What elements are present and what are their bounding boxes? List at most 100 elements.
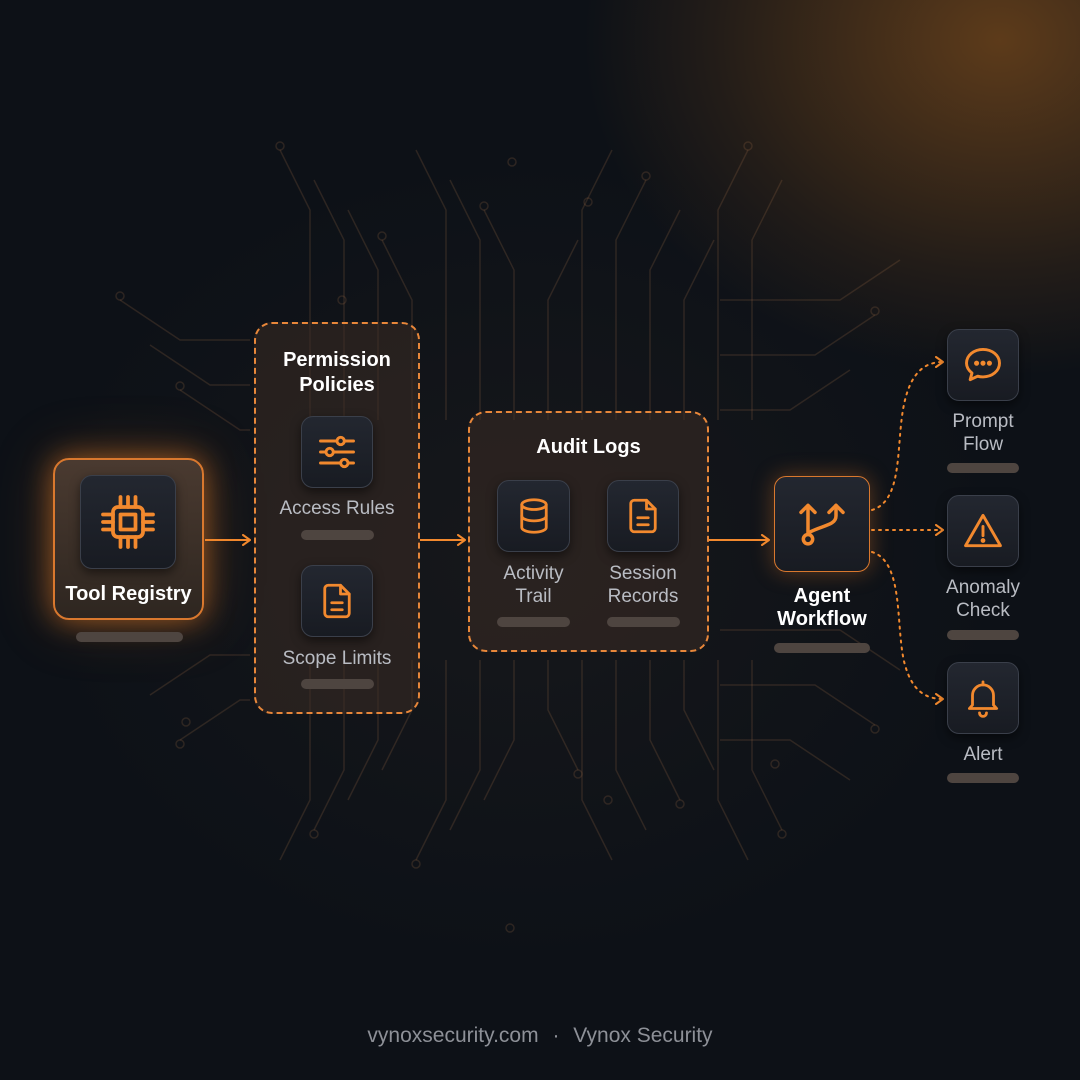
circuit-trace: [717, 149, 749, 420]
circuit-trace: [720, 369, 851, 411]
circuit-node: [777, 829, 787, 839]
footer-site-link[interactable]: vynoxsecurity.com: [367, 1024, 539, 1047]
prompt-flow-tile[interactable]: [947, 329, 1019, 401]
circuit-trace: [683, 660, 715, 771]
circuit-node: [583, 197, 593, 207]
circuit-node: [573, 769, 583, 779]
anomaly-check-bar: [947, 630, 1019, 640]
agent-workflow-node[interactable]: [774, 476, 870, 572]
footer-brand: Vynox Security: [573, 1024, 713, 1047]
circuit-trace: [615, 660, 647, 831]
activity-trail-label: Activity Trail: [478, 562, 589, 608]
prompt-flow-line-2: Flow: [962, 434, 1004, 455]
circuit-trace: [649, 209, 681, 420]
activity-trail-bar: [497, 617, 570, 627]
access-rules-tile[interactable]: [301, 416, 373, 488]
anomaly-check-line-1: Anomaly: [946, 577, 1020, 598]
circuit-node: [479, 201, 489, 211]
circuit-node: [743, 141, 753, 151]
circuit-trace: [547, 239, 579, 420]
prompt-flow-bar: [947, 463, 1019, 473]
circuit-node: [275, 141, 285, 151]
permission-policies-group[interactable]: Permission Policies: [254, 322, 420, 714]
anomaly-check-line-2: Check: [956, 600, 1010, 621]
anomaly-check-label: Anomaly Check: [925, 576, 1041, 622]
activity-trail-line-1: Activity: [503, 563, 564, 584]
circuit-trace: [649, 660, 681, 801]
circuit-node: [870, 724, 880, 734]
git-branch-icon: [799, 503, 845, 546]
circuit-node: [641, 171, 651, 181]
circuit-trace: [615, 179, 647, 420]
session-records-bar: [607, 617, 680, 627]
edge-agent-to-alert: [871, 551, 944, 705]
chat-bubble-icon: [965, 347, 1001, 382]
circuit-node: [175, 739, 185, 749]
activity-trail-line-2: Trail: [515, 586, 552, 607]
circuit-trace: [483, 209, 515, 420]
circuit-trace: [415, 660, 447, 861]
activity-trail-tile[interactable]: [497, 480, 570, 552]
circuit-trace: [119, 299, 250, 341]
agent-workflow-bar: [774, 643, 870, 653]
circuit-node: [505, 923, 515, 933]
session-records-line-2: Records: [607, 586, 679, 607]
sliders-icon: [319, 435, 355, 469]
circuit-trace: [483, 660, 515, 801]
circuit-trace: [581, 660, 613, 861]
prompt-flow-label: Prompt Flow: [925, 410, 1041, 456]
circuit-node: [181, 717, 191, 727]
permission-policies-title-line-1: Permission: [283, 349, 391, 371]
permission-policies-title: Permission Policies: [256, 348, 418, 398]
access-rules-bar: [301, 530, 374, 540]
circuit-node: [770, 759, 780, 769]
anomaly-check-tile[interactable]: [947, 495, 1019, 567]
bell-icon: [967, 680, 999, 718]
circuit-node: [337, 295, 347, 305]
circuit-trace: [547, 660, 579, 771]
alert-tile[interactable]: [947, 662, 1019, 734]
circuit-node: [675, 799, 685, 809]
circuit-trace: [149, 344, 250, 386]
circuit-trace: [720, 314, 876, 356]
permission-policies-title-line-2: Policies: [299, 374, 375, 396]
cpu-chip-icon: [101, 495, 155, 549]
circuit-node: [507, 157, 517, 167]
session-records-tile[interactable]: [607, 480, 679, 552]
tool-registry-label: Tool Registry: [65, 583, 192, 605]
circuit-trace: [683, 239, 715, 420]
circuit-trace: [751, 179, 783, 420]
circuit-node: [377, 231, 387, 241]
agent-workflow-line-2: Workflow: [777, 608, 867, 630]
circuit-trace: [581, 149, 613, 420]
circuit-trace: [449, 179, 481, 420]
circuit-node: [309, 829, 319, 839]
document-icon: [629, 498, 657, 534]
scope-limits-tile[interactable]: [301, 565, 373, 637]
circuit-trace: [720, 629, 901, 671]
warning-triangle-icon: [964, 513, 1002, 548]
tool-registry-tile: [80, 475, 176, 569]
footer-separator: ·: [552, 1024, 560, 1047]
alert-bar: [947, 773, 1019, 783]
circuit-trace: [720, 684, 876, 726]
circuit-trace: [717, 660, 749, 861]
prompt-flow-line-1: Prompt: [952, 411, 1014, 432]
circuit-trace: [720, 739, 851, 781]
agent-workflow-label: Agent Workflow: [759, 585, 885, 631]
circuit-trace: [449, 660, 481, 831]
scope-limits-bar: [301, 679, 374, 689]
session-records-line-1: Session: [609, 563, 677, 584]
session-records-label: Session Records: [586, 562, 700, 608]
document-icon: [323, 583, 351, 619]
circuit-node: [115, 291, 125, 301]
circuit-trace: [415, 149, 447, 420]
footer: vynoxsecurity.com · Vynox Security: [0, 1023, 1080, 1049]
database-icon: [519, 498, 548, 534]
circuit-node: [870, 306, 880, 316]
access-rules-label: Access Rules: [279, 498, 395, 519]
circuit-trace: [751, 660, 783, 831]
alert-label: Alert: [963, 744, 1003, 765]
circuit-trace: [179, 389, 250, 431]
